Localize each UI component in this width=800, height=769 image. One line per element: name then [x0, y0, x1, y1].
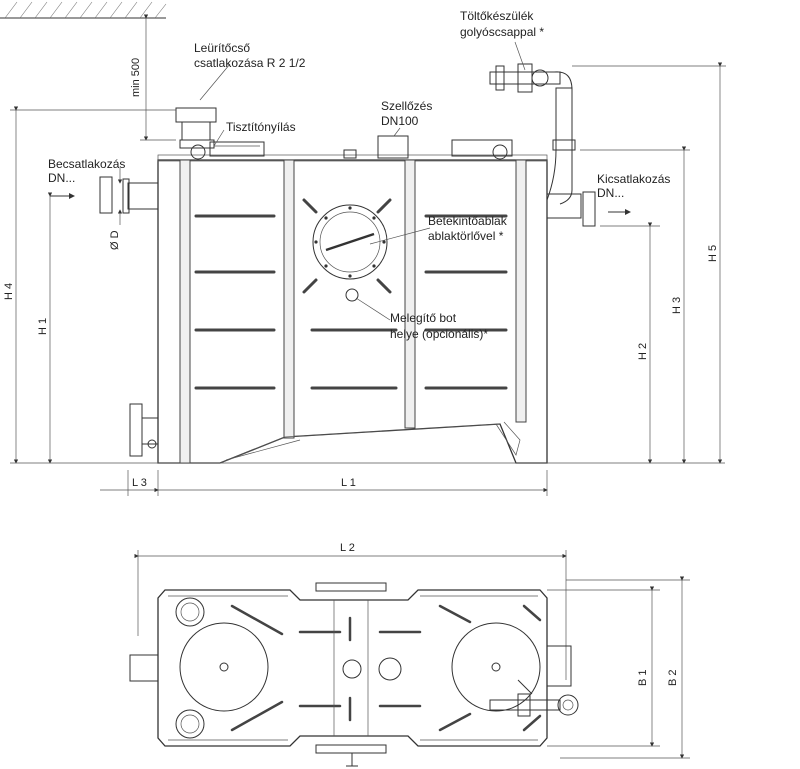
cleaning-label: Tisztítónyílás	[226, 120, 296, 134]
top-filler-valve	[489, 679, 579, 717]
vent-label-line2: DN100	[381, 114, 419, 128]
drain-label-line2: csatlakozása R 2 1/2	[194, 56, 306, 70]
filler-valve	[489, 63, 573, 93]
inspection-window	[312, 204, 388, 280]
vent-pipe	[377, 135, 409, 159]
drain-port-bottom	[175, 709, 205, 739]
window-label-line2: ablaktörlővel *	[428, 229, 504, 243]
dim-b2: B 2	[667, 669, 679, 686]
heater-label-line1: Melegítő bot	[390, 311, 457, 325]
rib-center-right	[404, 159, 416, 429]
side-view: Becsatlakozás DN... Kicsatlakozás DN... …	[0, 1, 726, 496]
drain-label-line1: Leürítőcső	[194, 41, 250, 55]
drain-port-top	[175, 597, 205, 627]
dim-l2: L 2	[340, 542, 355, 554]
vent-port	[378, 657, 402, 681]
inlet-pipe	[99, 176, 159, 214]
dim-h5: H 5	[707, 245, 719, 262]
right-manhole	[451, 622, 541, 712]
filler-label-line1: Töltőkészülék	[460, 9, 534, 23]
heater-hole	[345, 288, 359, 302]
heater-label-line2: helye (opcionális)*	[390, 327, 488, 341]
cleaning-opening	[209, 141, 265, 157]
dim-h4: H 4	[3, 283, 15, 300]
dim-h2: H 2	[637, 343, 649, 360]
dim-h3: H 3	[671, 297, 683, 314]
outlet-pipe	[546, 87, 596, 227]
dim-diameter: Ø D	[109, 230, 121, 250]
rib-right	[515, 159, 527, 423]
outlet-cover	[451, 139, 513, 160]
inlet-label-line2: DN...	[48, 171, 75, 185]
dim-b1: B 1	[637, 669, 649, 686]
heater-port	[342, 659, 362, 679]
window-label-line1: Betekintőablak	[428, 214, 508, 228]
top-view: L 2	[129, 542, 690, 767]
horizontal-slots	[194, 198, 508, 390]
outlet-label-line2: DN...	[597, 186, 624, 200]
bottom-flange	[129, 403, 159, 457]
ceiling-hatch	[0, 1, 167, 19]
inlet-label-line1: Becsatlakozás	[48, 157, 125, 171]
top-tank-outline	[157, 589, 548, 747]
outlet-label-line1: Kicsatlakozás	[597, 172, 670, 186]
left-manhole	[179, 622, 269, 712]
top-slots	[230, 604, 542, 732]
vent-label-line1: Szellőzés	[381, 99, 432, 113]
drain-fitting	[175, 107, 217, 160]
filler-label-line2: golyóscsappal *	[460, 25, 544, 39]
side-dimension-lines	[10, 14, 726, 496]
dim-l3: L 3	[132, 477, 147, 489]
dim-l1: L 1	[341, 477, 356, 489]
dim-min500: min 500	[130, 58, 142, 97]
rib-left	[179, 159, 191, 464]
rib-center-left	[283, 159, 295, 439]
dim-h1: H 1	[37, 318, 49, 335]
leader-lines	[199, 41, 526, 321]
